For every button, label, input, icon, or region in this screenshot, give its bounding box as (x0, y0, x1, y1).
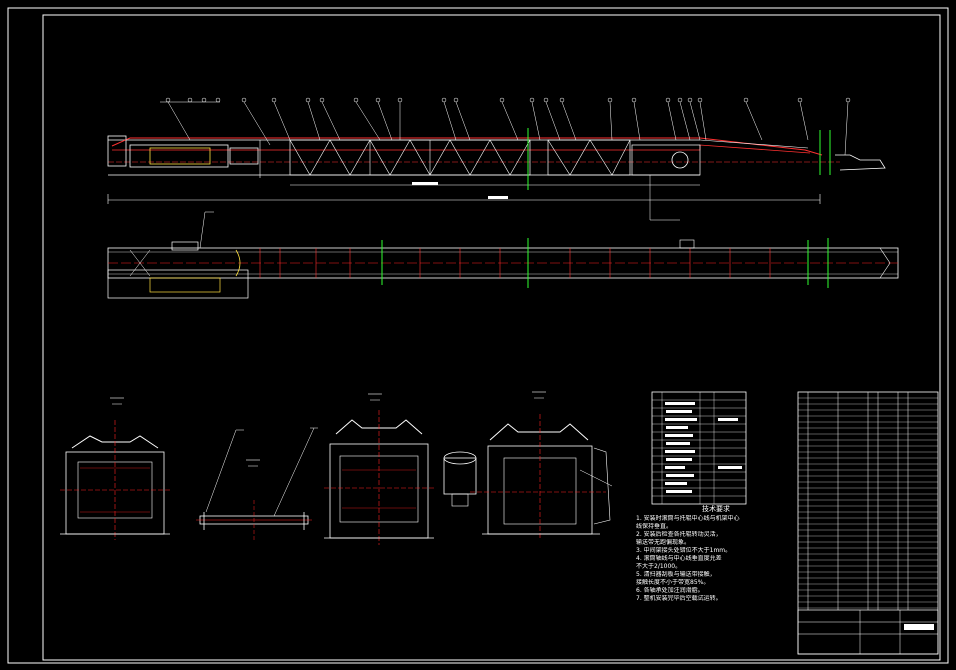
part-balloon (241, 97, 247, 103)
note-line: 4. 滚筒轴线与中心线垂直度允差 (636, 555, 722, 562)
part-balloon (607, 97, 613, 103)
note-line: 不大于2/1000。 (636, 563, 682, 570)
inner-frame (42, 14, 941, 661)
side-elevation-view (107, 101, 886, 221)
section-view-1 (60, 397, 170, 540)
part-balloon (665, 97, 671, 103)
note-line: 3. 中间架接头处错位不大于1mm。 (636, 547, 732, 554)
part-balloon (453, 97, 459, 103)
technical-notes-title: 技术要求 (702, 505, 730, 513)
outer-frame (7, 7, 949, 664)
part-balloon (305, 97, 311, 103)
section-view-3 (324, 393, 434, 545)
plan-view (107, 211, 899, 299)
part-balloon (165, 97, 171, 103)
part-balloon (215, 97, 221, 103)
part-balloon (499, 97, 505, 103)
part-balloon (631, 97, 637, 103)
note-line: 线保持垂直。 (636, 523, 673, 530)
part-balloon (697, 97, 703, 103)
part-balloon (397, 97, 403, 103)
section-view-4 (443, 391, 613, 540)
technical-notes: 技术要求 1. 安装时滚筒与托辊中心线与机架中心 线保持垂直。 2. 安装后检查… (636, 505, 796, 603)
part-balloon (187, 97, 193, 103)
part-balloon (797, 97, 803, 103)
part-balloon (319, 97, 325, 103)
part-balloon (543, 97, 549, 103)
note-line: 2. 安装后检查各托辊转动灵活， (636, 531, 722, 538)
note-line: 接触长度不小于带宽85%。 (636, 579, 710, 586)
part-balloon (353, 97, 359, 103)
part-balloon (441, 97, 447, 103)
note-line: 7. 整机安装完毕后空载试运转。 (636, 595, 722, 602)
note-line: 1. 安装时滚筒与托辊中心线与机架中心 (636, 515, 740, 522)
part-balloon (271, 97, 277, 103)
part-balloon (687, 97, 693, 103)
part-balloon (677, 97, 683, 103)
section-view-2 (196, 427, 318, 540)
part-balloon (743, 97, 749, 103)
bill-of-materials-table (797, 391, 939, 655)
parameter-table (651, 391, 747, 505)
part-balloon (529, 97, 535, 103)
part-balloon (559, 97, 565, 103)
part-balloon (201, 97, 207, 103)
part-balloon (375, 97, 381, 103)
part-balloon (845, 97, 851, 103)
note-line: 6. 各轴承处加注润滑脂。 (636, 587, 704, 594)
note-line: 5. 清扫器刮板与输送带接触， (636, 571, 716, 578)
note-line: 输送带无跑偏现象。 (636, 539, 691, 546)
